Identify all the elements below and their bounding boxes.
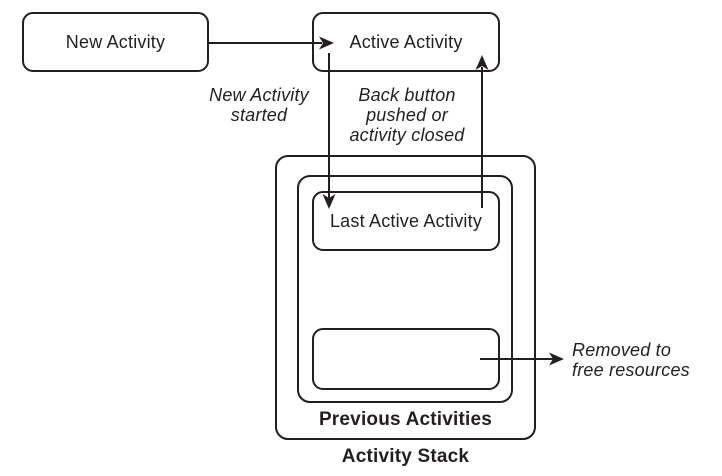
new-activity-label: New Activity (65, 31, 166, 52)
annotation-back-button-pushed: Back button pushed or activity closed (349, 85, 465, 145)
last-active-activity-box: Last Active Activity (312, 191, 500, 251)
last-active-activity-label: Last Active Activity (329, 210, 483, 231)
active-activity-label: Active Activity (349, 31, 463, 52)
annotation-removed-to-free-resources: Removed to free resources (572, 340, 690, 380)
annotation-new-activity-started: New Activity started (209, 85, 309, 125)
new-activity-box: New Activity (22, 12, 209, 72)
removed-activity-box (312, 328, 500, 390)
previous-activities-label: Previous Activities (318, 409, 493, 430)
active-activity-box: Active Activity (312, 12, 500, 72)
activity-stack-label: Activity Stack (341, 446, 470, 467)
